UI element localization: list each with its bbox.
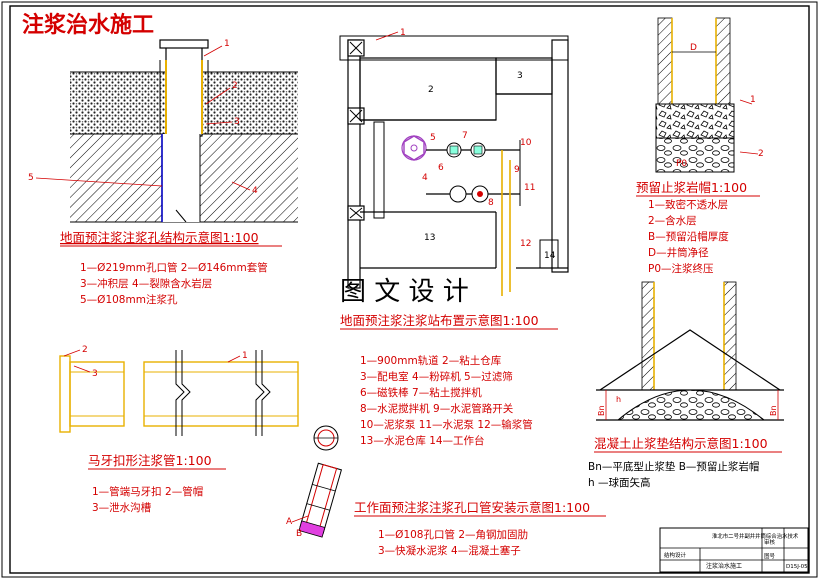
fig2-tag-10: 10: [520, 138, 532, 148]
title-block-project: 淮北市二号井副井井筒综合治水技术: [712, 532, 799, 540]
fig2-title: 地面预注浆注浆站布置示意图1:100: [340, 313, 539, 328]
fig5-tag-2: 2: [82, 345, 88, 355]
fig2-note-3: 6—磁铁棒 7—粘土搅拌机: [360, 386, 482, 399]
inner-border: [9, 5, 810, 574]
fig2-note-5: 10—泥浆泵 11—水泥泵 12—输浆管: [360, 418, 533, 431]
fig1-note-1: 1—Ø219mm孔口管 2—Ø146mm套管: [80, 261, 268, 274]
fig1-borehole-section: [35, 39, 298, 223]
fig6-tag-A: A: [286, 517, 293, 527]
fig2-tag-7: 7: [462, 131, 468, 141]
fig3-note-3: B—预留沿帽厚度: [648, 230, 729, 243]
fig2-station-plan: [339, 31, 569, 296]
fig3-tag-2: 2: [758, 149, 764, 159]
fig2-tag-9: 9: [514, 165, 520, 175]
fig6-tag-B: B: [296, 529, 302, 539]
fig5-tag-3: 3: [92, 369, 98, 379]
title-block-row-3: 图号: [764, 552, 776, 560]
fig4-note-1: Bn—平底型止浆垫 B—预留止浆岩帽: [588, 460, 759, 473]
fig1-note-3: 5—Ø108mm注浆孔: [80, 293, 178, 306]
fig3-tag-1: 1: [750, 95, 756, 105]
fig3-tag-D: D: [690, 43, 697, 53]
fig3-rock-cap-section: [655, 17, 759, 173]
fig3-note-1: 1—致密不透水层: [648, 198, 728, 211]
fig2-tag-6: 6: [438, 163, 444, 173]
fig1-tag-4: 4: [252, 186, 258, 196]
fig1-title: 地面预注浆注浆孔结构示意图1:100: [60, 230, 259, 245]
fig4-note-2: h —球面矢高: [588, 476, 651, 489]
fig3-note-4: D—井筒净径: [648, 246, 709, 259]
fig2-note-6: 13—水泥仓库 14—工作台: [360, 434, 485, 447]
title-block-drawing-name: 注浆治水施工: [706, 562, 742, 570]
watermark: 图 文 设 计: [340, 277, 469, 307]
fig1-tag-1: 1: [224, 39, 230, 49]
title-block-sheet-no: D15J-05: [786, 564, 808, 570]
fig2-tag-5: 5: [430, 133, 436, 143]
fig6-title: 工作面预注浆注浆孔口管安装示意图1:100: [354, 500, 590, 515]
fig2-tag-2: 2: [428, 85, 434, 95]
fig2-tag-3: 3: [517, 71, 523, 81]
fig3-note-2: 2—含水层: [648, 214, 697, 227]
fig3-note-5: P0—注浆终压: [648, 262, 714, 275]
fig2-tag-13: 13: [424, 233, 435, 243]
fig4-tag-h: h: [616, 395, 621, 404]
fig3-title: 预留止浆岩帽1:100: [636, 180, 747, 195]
fig5-note-1: 1—管端马牙扣 2—管帽: [92, 485, 203, 498]
fig6-collar-pipe: [291, 425, 343, 538]
fig2-note-1: 1—900mm轨道 2—粘土仓库: [360, 354, 501, 367]
fig2-tag-11: 11: [524, 183, 535, 193]
fig1-tag-2: 2: [232, 81, 238, 91]
fig2-tag-4: 4: [422, 173, 428, 183]
fig2-note-2: 3—配电室 4—粉碎机 5—过滤筛: [360, 370, 513, 383]
fig6-note-1: 1—Ø108孔口管 2—角钢加固肋: [378, 528, 528, 541]
fig2-tag-1: 1: [400, 28, 406, 38]
fig1-note-2: 3—冲积层 4—裂隙含水岩层: [80, 277, 212, 290]
fig6-note-2: 3—快凝水泥浆 4—混凝土塞子: [378, 544, 521, 557]
fig5-tag-1: 1: [242, 351, 248, 361]
fig4-tag-Bn-left: Bn: [597, 405, 606, 416]
fig3-tag-P0: P0: [676, 159, 687, 169]
fig2-note-4: 8—水泥搅拌机 9—水泥管路开关: [360, 402, 514, 415]
title-block: [659, 527, 809, 573]
fig5-title: 马牙扣形注浆管1:100: [88, 453, 212, 468]
fig4-tag-Bn-right: Bn: [769, 405, 778, 416]
fig5-note-2: 3—泄水沟槽: [92, 501, 152, 514]
fig1-tag-3: 3: [234, 117, 240, 127]
fig2-tag-14: 14: [544, 251, 556, 261]
fig5-grouting-pipe: [59, 349, 299, 436]
title-block-row-1: 结构设计: [664, 551, 687, 559]
fig1-tag-5: 5: [28, 173, 34, 183]
fig2-tag-12: 12: [520, 239, 531, 249]
sheet-title: 注浆治水施工: [22, 12, 154, 38]
fig4-grout-pad-section: [596, 281, 784, 421]
title-block-row-2: 审核: [764, 538, 776, 546]
fig4-title: 混凝土止浆垫结构示意图1:100: [594, 436, 768, 451]
fig2-tag-8: 8: [488, 198, 494, 208]
